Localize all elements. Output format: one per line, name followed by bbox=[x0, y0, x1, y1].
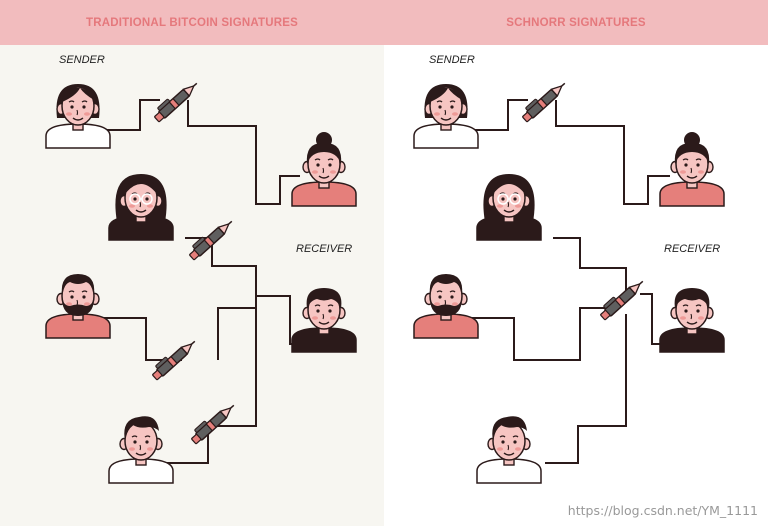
right-receiver-man-avatar bbox=[660, 288, 724, 352]
traditional-header: TRADITIONAL BITCOIN SIGNATURES bbox=[0, 0, 384, 45]
schnorr-title: SCHNORR SIGNATURES bbox=[506, 16, 646, 29]
left-receiver-woman-avatar bbox=[292, 132, 356, 206]
right-receiver-woman-avatar bbox=[660, 132, 724, 206]
watermark-url: https://blog.csdn.net/YM_1111 bbox=[567, 503, 758, 518]
traditional-title: TRADITIONAL BITCOIN SIGNATURES bbox=[86, 16, 298, 29]
right-sender-woman-avatar bbox=[414, 84, 478, 148]
right-bearded-man-avatar bbox=[414, 274, 478, 338]
right-quiff-man-avatar bbox=[477, 416, 541, 483]
left-glasses-woman-avatar bbox=[109, 174, 173, 240]
right-receiver-label: RECEIVER bbox=[664, 243, 721, 255]
left-receiver-man-avatar bbox=[292, 288, 356, 352]
right-glasses-woman-avatar bbox=[477, 174, 541, 240]
left-pen-icon-4 bbox=[187, 398, 238, 446]
left-connection-lines bbox=[102, 99, 303, 464]
left-pen-icon-3 bbox=[148, 334, 199, 382]
right-aggregate-pen-icon bbox=[596, 274, 647, 322]
left-receiver-label: RECEIVER bbox=[296, 243, 353, 255]
left-bearded-man-avatar bbox=[46, 274, 110, 338]
left-sender-woman-avatar bbox=[46, 84, 110, 148]
schnorr-header: SCHNORR SIGNATURES bbox=[384, 0, 768, 45]
right-sender-label: SENDER bbox=[429, 54, 475, 66]
left-sender-label: SENDER bbox=[59, 54, 105, 66]
left-quiff-man-avatar bbox=[109, 416, 173, 483]
right-connection-lines bbox=[470, 99, 670, 464]
